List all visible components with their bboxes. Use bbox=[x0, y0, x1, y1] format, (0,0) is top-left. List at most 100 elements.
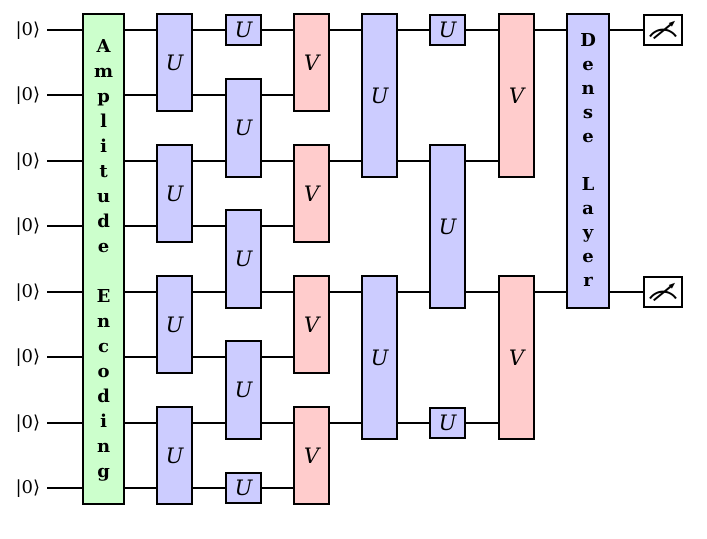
meter-icon bbox=[649, 282, 677, 302]
qubit-wire-2 bbox=[193, 94, 225, 96]
qubit-wire-5 bbox=[466, 291, 498, 293]
qubit-wire-5 bbox=[535, 291, 566, 293]
measurement-box-1 bbox=[643, 14, 683, 46]
vertical-letter: n bbox=[96, 311, 111, 332]
gate-label: V bbox=[303, 50, 320, 75]
qubit-wire-2 bbox=[262, 94, 293, 96]
qubit-wire-6 bbox=[262, 356, 293, 358]
gate-v: V bbox=[293, 275, 330, 374]
qubit-wire-7 bbox=[330, 422, 361, 424]
gate-v: V bbox=[498, 275, 535, 440]
gate-label: V bbox=[303, 181, 320, 206]
qubit-wire-5 bbox=[193, 291, 225, 293]
qubit-wire-7 bbox=[262, 422, 293, 424]
gate-label: V bbox=[508, 83, 525, 108]
gate-label: U bbox=[165, 50, 184, 75]
qubit-wire-1 bbox=[466, 29, 498, 31]
qubit-wire-4 bbox=[262, 225, 293, 227]
gate-label: U bbox=[234, 247, 253, 271]
gate-label: U bbox=[234, 378, 253, 402]
qubit-wire-1 bbox=[193, 29, 225, 31]
qubit-wire-3 bbox=[262, 160, 293, 162]
vertical-letter: e bbox=[582, 126, 594, 147]
vertical-letter: l bbox=[100, 111, 107, 132]
gate-label: V bbox=[303, 443, 320, 468]
qubit-wire-6 bbox=[47, 356, 82, 358]
gate-label: V bbox=[303, 312, 320, 337]
vertical-letter: A bbox=[96, 36, 111, 57]
gate-label: U bbox=[438, 18, 457, 42]
gate-u: U bbox=[225, 340, 262, 440]
qubit-ket-5: |0⟩ bbox=[15, 281, 40, 302]
gate-u: U bbox=[225, 14, 262, 46]
qubit-wire-8 bbox=[262, 487, 293, 489]
gate-label: U bbox=[234, 476, 253, 500]
qubit-wire-6 bbox=[193, 356, 225, 358]
qubit-wire-2 bbox=[47, 94, 82, 96]
qubit-wire-1 bbox=[535, 29, 566, 31]
qubit-ket-2: |0⟩ bbox=[15, 84, 40, 105]
qubit-wire-3 bbox=[330, 160, 361, 162]
gate-u: U bbox=[225, 472, 262, 504]
vertical-letter: e bbox=[97, 236, 110, 257]
vertical-letter: s bbox=[582, 102, 594, 123]
qubit-ket-3: |0⟩ bbox=[15, 150, 40, 171]
gate-label: U bbox=[370, 345, 389, 370]
gate-label: U bbox=[438, 411, 457, 435]
gate-v: V bbox=[293, 13, 330, 112]
gate-v: V bbox=[293, 144, 330, 243]
qubit-wire-3 bbox=[466, 160, 498, 162]
gate-label: U bbox=[234, 116, 253, 140]
measurement-box-2 bbox=[643, 276, 683, 308]
vertical-letter: n bbox=[581, 78, 595, 99]
gate-v: V bbox=[498, 13, 535, 178]
qubit-wire-8 bbox=[125, 487, 156, 489]
gate-u: U bbox=[156, 13, 193, 112]
vertical-letter: i bbox=[100, 411, 107, 432]
gate-u: U bbox=[156, 144, 193, 243]
qubit-wire-7 bbox=[193, 422, 225, 424]
gate-v: V bbox=[293, 406, 330, 505]
gate-u: U bbox=[361, 275, 398, 440]
gate-u: U bbox=[429, 144, 466, 309]
qubit-wire-7 bbox=[466, 422, 498, 424]
qubit-wire-1 bbox=[47, 29, 82, 31]
vertical-letter: L bbox=[581, 174, 595, 195]
qubit-ket-8: |0⟩ bbox=[15, 477, 40, 498]
vertical-letter: d bbox=[97, 386, 110, 407]
gate-label: U bbox=[370, 83, 389, 108]
vertical-letter: t bbox=[99, 161, 108, 182]
gate-label: V bbox=[508, 345, 525, 370]
gate-label: U bbox=[234, 18, 253, 42]
vertical-letter: m bbox=[93, 61, 114, 82]
qubit-wire-7 bbox=[398, 422, 429, 424]
vertical-letter: a bbox=[582, 198, 594, 219]
gate-u: U bbox=[156, 275, 193, 374]
gate-u: U bbox=[361, 13, 398, 178]
qubit-wire-5 bbox=[125, 291, 156, 293]
qubit-wire-5 bbox=[262, 291, 293, 293]
gate-label: U bbox=[165, 443, 184, 468]
gate-label: U bbox=[165, 312, 184, 337]
qubit-wire-6 bbox=[125, 356, 156, 358]
qubit-wire-3 bbox=[193, 160, 225, 162]
gate-u: U bbox=[225, 209, 262, 309]
gate-u: U bbox=[225, 78, 262, 178]
vertical-letter: g bbox=[97, 461, 110, 482]
vertical-letter: y bbox=[582, 222, 594, 243]
qubit-wire-1 bbox=[610, 29, 643, 31]
gate-u: U bbox=[429, 14, 466, 46]
qubit-wire-5 bbox=[610, 291, 643, 293]
qubit-wire-3 bbox=[47, 160, 82, 162]
vertical-letter: o bbox=[97, 361, 110, 382]
qubit-wire-5 bbox=[330, 291, 361, 293]
qubit-ket-1: |0⟩ bbox=[15, 19, 40, 40]
vertical-letter: p bbox=[97, 86, 110, 107]
qubit-wire-3 bbox=[398, 160, 429, 162]
qubit-ket-4: |0⟩ bbox=[15, 215, 40, 236]
